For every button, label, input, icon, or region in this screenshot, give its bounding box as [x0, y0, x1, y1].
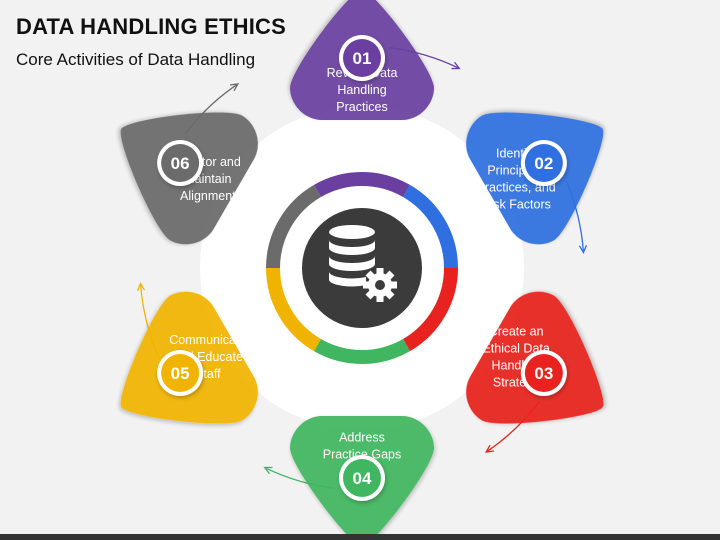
badge-number-04: 04	[353, 469, 372, 488]
badge-number-02: 02	[534, 154, 553, 173]
badge-02	[524, 144, 563, 182]
badge-05	[161, 354, 200, 392]
center-ring	[266, 172, 458, 364]
ring-segment-02	[402, 184, 458, 269]
connector-arrowhead-1	[451, 61, 461, 70]
connector-arrowhead-2	[578, 245, 588, 254]
badge-03	[524, 354, 563, 392]
page-title: DATA HANDLING ETHICS	[16, 14, 287, 39]
ring-segment-01	[314, 172, 410, 198]
database-gear-icon	[329, 225, 397, 302]
badge-number-05: 05	[171, 364, 190, 383]
badge-number-03: 03	[534, 364, 553, 383]
badge-01	[343, 39, 381, 77]
connector-arrowhead-3	[484, 444, 494, 453]
badge-06	[161, 144, 200, 182]
badge-number-06: 06	[171, 154, 190, 173]
ring-segment-04	[314, 338, 410, 364]
ring-segment-05	[266, 267, 322, 352]
connector-arrowhead-6	[230, 83, 240, 92]
badge-04	[343, 459, 381, 497]
ring-segment-03	[402, 267, 458, 352]
step-badges: 01 02 03 04 05 06	[157, 35, 567, 501]
ring-segment-06	[266, 184, 322, 269]
connector-arrowhead-4	[263, 466, 273, 475]
connector-arrowhead-5	[136, 282, 146, 291]
badge-number-01: 01	[353, 49, 372, 68]
page-subtitle: Core Activities of Data Handling	[16, 50, 256, 69]
bottom-bar	[0, 534, 720, 540]
